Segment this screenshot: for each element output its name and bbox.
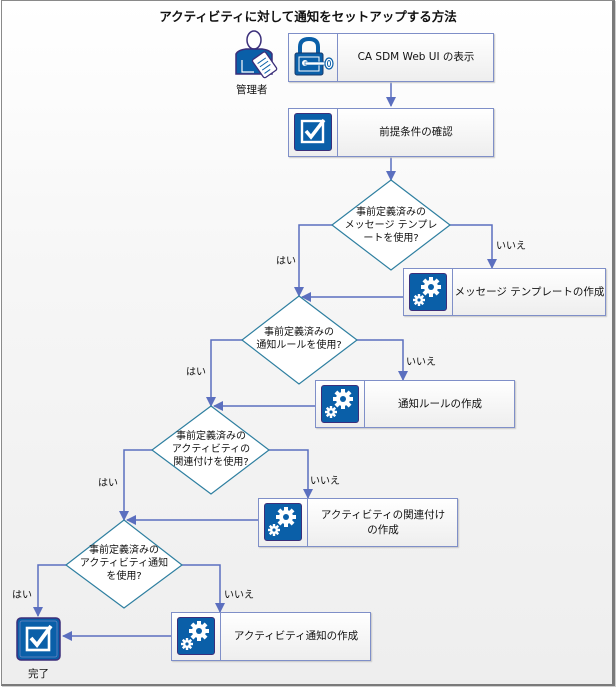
connector bbox=[119, 449, 152, 521]
connector bbox=[357, 339, 408, 381]
connector bbox=[269, 449, 313, 499]
connector bbox=[450, 224, 497, 269]
no-label-3: いいえ bbox=[310, 476, 340, 487]
diagram-title: アクティビティに対して通知をセットアップする方法 bbox=[159, 9, 457, 24]
connector bbox=[294, 224, 332, 297]
step-label: アクティビティの関連付け の作成 bbox=[309, 499, 457, 546]
decision-line: 通知ルールを使用? bbox=[256, 340, 342, 351]
decision-diamond-3 bbox=[150, 405, 270, 495]
no-label-1: いいえ bbox=[496, 241, 526, 252]
decision-line: を使用? bbox=[106, 571, 142, 582]
decision-text-4: 事前定義済みの アクティビティ通知 を使用? bbox=[74, 544, 174, 583]
done-checkbox-icon bbox=[16, 617, 61, 661]
gears-icon bbox=[264, 503, 302, 541]
yes-label-3: はい bbox=[98, 478, 118, 489]
connector bbox=[206, 339, 242, 407]
connector bbox=[182, 564, 225, 613]
decision-line: アクティビティ通知 bbox=[79, 558, 169, 569]
step-create-message-template[interactable]: メッセージ テンプレートの作成 bbox=[403, 268, 606, 316]
step-create-activity-notification[interactable]: アクティビティ通知の作成 bbox=[171, 612, 371, 661]
step-verify-prerequisites[interactable]: 前提条件の確認 bbox=[288, 108, 494, 157]
decision-line: アクティビティの bbox=[171, 444, 251, 455]
step-create-notification-rule[interactable]: 通知ルールの作成 bbox=[315, 380, 515, 428]
yes-label-1: はい bbox=[276, 256, 296, 267]
decision-diamond-1 bbox=[331, 179, 451, 271]
decision-line: メッセージ テンプレ bbox=[344, 220, 438, 231]
gears-icon bbox=[177, 617, 215, 655]
icon-cell bbox=[289, 109, 338, 156]
lock-key-icon bbox=[294, 36, 334, 76]
icon-cell bbox=[259, 499, 308, 546]
decision-line: 事前定義済みの bbox=[264, 327, 334, 338]
icon-cell bbox=[289, 34, 338, 81]
decision-text-3: 事前定義済みの アクティビティの 関連付けを使用? bbox=[161, 430, 261, 469]
no-label-2: いいえ bbox=[406, 357, 436, 368]
step-label: アクティビティ通知の作成 bbox=[233, 630, 359, 642]
step-label-line: の作成 bbox=[367, 523, 399, 536]
icon-cell bbox=[316, 381, 365, 427]
yes-label-2: はい bbox=[186, 367, 206, 378]
icon-cell bbox=[172, 613, 221, 660]
step-create-activity-association[interactable]: アクティビティの関連付け の作成 bbox=[258, 498, 458, 547]
decision-text-1: 事前定義済みの メッセージ テンプレ ートを使用? bbox=[341, 206, 441, 245]
step-label: 前提条件の確認 bbox=[379, 126, 453, 138]
decision-line: 事前定義済みの bbox=[176, 431, 246, 442]
decision-text-2: 事前定義済みの 通知ルールを使用? bbox=[249, 326, 349, 352]
checkbox-icon bbox=[294, 113, 332, 151]
step-label: CA SDM Web UI の表示 bbox=[357, 51, 475, 63]
decision-diamond-2 bbox=[241, 295, 358, 385]
connector bbox=[33, 564, 66, 617]
administrator-icon bbox=[232, 30, 280, 80]
decision-line: ートを使用? bbox=[363, 233, 419, 244]
actor-label: 管理者 bbox=[236, 84, 268, 96]
no-label-4: いいえ bbox=[224, 590, 254, 601]
icon-cell bbox=[404, 269, 453, 315]
decision-line: 事前定義済みの bbox=[89, 545, 159, 556]
yes-label-4: はい bbox=[12, 590, 32, 601]
gears-icon bbox=[321, 385, 359, 423]
step-label: メッセージ テンプレートの作成 bbox=[454, 285, 605, 298]
decision-line: 事前定義済みの bbox=[356, 207, 426, 218]
gears-icon bbox=[409, 273, 447, 311]
step-view-web-ui[interactable]: CA SDM Web UI の表示 bbox=[288, 33, 494, 82]
step-label-line: アクティビティの関連付け bbox=[320, 508, 446, 521]
decision-line: 関連付けを使用? bbox=[173, 457, 249, 468]
end-label: 完了 bbox=[28, 668, 49, 680]
decision-diamond-4 bbox=[65, 519, 183, 609]
step-label: 通知ルールの作成 bbox=[398, 397, 482, 410]
